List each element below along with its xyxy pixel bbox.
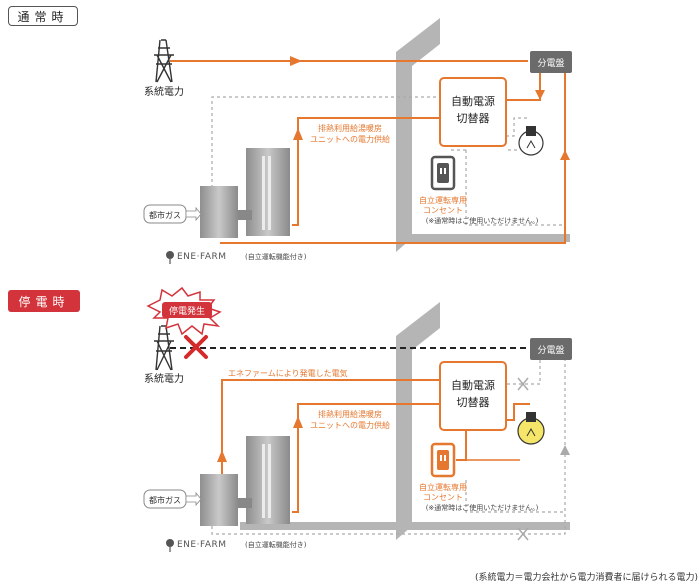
- cross-icon-return: [517, 527, 529, 541]
- enefarm-logo-icon-outage: [166, 539, 174, 552]
- outlet-label-2-outage: コンセント: [423, 493, 463, 502]
- outlet-label-2: コンセント: [423, 206, 463, 215]
- panel-label-outage: 分電盤: [537, 344, 564, 356]
- outlet-note-outage: (※通常時はご使用いただけません。): [426, 503, 539, 512]
- switch-label-1: 自動電源: [451, 94, 495, 108]
- enefarm-logo-icon: [166, 251, 174, 264]
- outage-scene: 停電発生 分電盤 自動電源 切替器: [143, 286, 572, 552]
- switch-label-1-outage: 自動電源: [451, 378, 495, 392]
- outage-burst-icon: [146, 286, 222, 336]
- city-gas-label-outage: 都市ガス: [149, 495, 181, 505]
- distribution-panel: [530, 51, 572, 73]
- enefarm-note-outage: (自立運転機能付き): [245, 540, 307, 549]
- pylon-icon-outage: [154, 325, 174, 371]
- label-power-outage: 停電時: [8, 290, 80, 312]
- heat-supply-label-1-outage: 排熱利用給湯暖房: [318, 409, 382, 419]
- grid-power-label: 系統電力: [144, 85, 184, 98]
- outlet-note: (※通常時はご使用いただけません。): [426, 216, 539, 225]
- house-wall: [396, 18, 440, 252]
- auto-power-switch: [439, 77, 507, 147]
- outlet-label-1: 自立運転専用: [419, 195, 467, 205]
- heat-supply-label-2-outage: ユニットへの電力供給: [310, 420, 390, 430]
- grid-power-label-outage: 系統電力: [144, 372, 184, 385]
- enefarm-unit-outage: [200, 436, 290, 526]
- light-bulb-on-icon: [517, 412, 545, 445]
- enefarm-unit: [200, 148, 290, 238]
- city-gas-label: 都市ガス: [149, 210, 181, 220]
- switch-label-2-outage: 切替器: [457, 395, 490, 409]
- distribution-panel-outage: [530, 338, 572, 360]
- pylon-icon: [154, 39, 174, 83]
- enefarm-logo: ENE·FARM: [177, 252, 227, 262]
- outage-burst-label: 停電発生: [169, 305, 205, 317]
- enefarm-power-label: エネファームにより発電した電気: [228, 368, 348, 378]
- cross-icon-panel: [517, 377, 529, 391]
- light-bulb-icon: [518, 126, 544, 156]
- cross-icon: [184, 335, 208, 359]
- enefarm-note: (自立運転機能付き): [245, 252, 307, 261]
- footnote: (系統電力＝電力会社から電力消費者に届けられる電力): [474, 573, 698, 583]
- switch-label-2: 切替器: [457, 111, 490, 125]
- outlet-label-1-outage: 自立運転専用: [419, 482, 467, 492]
- auto-power-switch-outage: [439, 361, 507, 431]
- panel-label: 分電盤: [537, 57, 564, 69]
- heat-supply-label-1: 排熱利用給湯暖房: [318, 123, 382, 133]
- label-normal-time: 通常時: [8, 6, 78, 26]
- heat-supply-label-2: ユニットへの電力供給: [310, 134, 390, 144]
- normal-scene: 分電盤 自動電源 切替器 都市ガス 系統電力 排熱利用給湯暖房 ユニットへの電力…: [143, 18, 572, 264]
- enefarm-logo-outage: ENE·FARM: [177, 540, 227, 550]
